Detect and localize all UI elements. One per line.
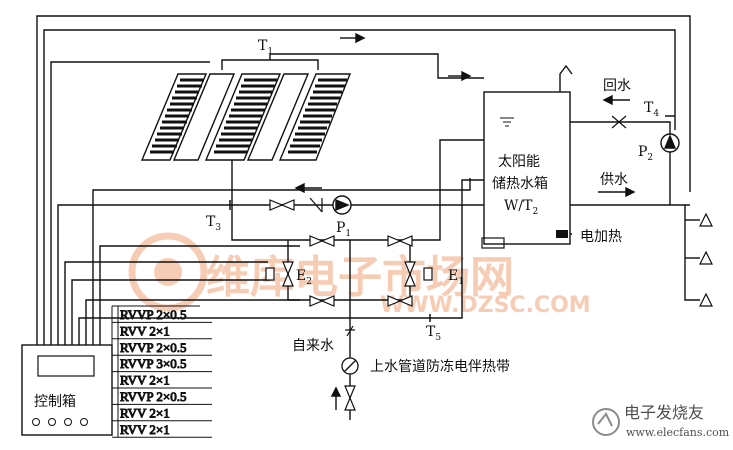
tank-body	[483, 91, 571, 245]
valve-icon	[344, 385, 356, 411]
watermark-corner-text: 电子发烧友	[624, 403, 704, 422]
expansion-tank-e2-icon	[265, 267, 275, 281]
valve-icon	[387, 295, 413, 307]
control-box-label: 控制箱	[34, 394, 76, 410]
tank-sensor-icon	[481, 237, 505, 249]
watermark-corner-icon	[592, 408, 620, 436]
sensor-ticks	[229, 115, 675, 322]
cable-spec-5: RVVP 2×0.5	[120, 389, 187, 404]
solar-collector	[140, 59, 352, 161]
tap-water-label: 自来水	[292, 338, 334, 354]
watermark-corner-url: www.elecfans.com	[626, 426, 730, 439]
pump-p1-arrow-icon	[335, 198, 350, 212]
control-box: 控制箱	[21, 344, 113, 436]
label-t4: T4	[644, 100, 659, 119]
valve-icon	[404, 261, 416, 287]
tap-icon	[345, 325, 355, 337]
cable-spec-0: RVVP 2×0.5	[120, 307, 187, 322]
watermark-logo-core-icon	[154, 258, 182, 286]
cable-spec-7: RVV 2×1	[120, 422, 170, 437]
expansion-tanks	[265, 267, 433, 281]
label-t1: T1	[258, 38, 273, 57]
piping	[36, 15, 700, 420]
supply-water-label: 供水	[600, 172, 628, 188]
control-button-icon	[48, 418, 56, 426]
pump-p2-arrow-icon	[663, 134, 677, 149]
cable-spec-4: RVV 2×1	[120, 373, 170, 388]
control-button-icon	[64, 418, 72, 426]
valve-icon	[269, 199, 295, 211]
faucet-icon	[699, 250, 713, 265]
watermark-corner: 电子发烧友 www.elecfans.com	[592, 403, 730, 439]
check-valve-icon	[611, 115, 627, 129]
cable-spec-6: RVV 2×1	[120, 405, 170, 420]
watermark-logo-icon	[128, 232, 208, 312]
antifreeze-heater	[341, 357, 359, 375]
faucets	[699, 212, 713, 307]
faucet-icon	[699, 292, 713, 307]
labels: T1 T3 T4 T5 P1 P2 E1 E2 太阳能 储热水箱 W/T2 回水…	[206, 38, 659, 375]
valve-icon	[282, 261, 294, 287]
valve-icon	[387, 235, 413, 247]
cable-spec-1: RVV 2×1	[120, 323, 170, 338]
pumps	[332, 133, 680, 215]
check-valve-icon	[309, 197, 323, 213]
valve-icon	[309, 295, 335, 307]
cable-spec-2: RVVP 2×0.5	[120, 340, 187, 355]
label-e1: E1	[448, 268, 464, 287]
display-screen-icon	[37, 355, 95, 377]
electric-heater-icon	[556, 230, 568, 238]
watermark-center: 维库电子市场网 WWW.DZSC.COM	[128, 232, 591, 318]
watermark-url: WWW.DZSC.COM	[380, 293, 591, 318]
watermark-corner-glyph-icon	[597, 412, 613, 427]
storage-tank	[481, 91, 571, 249]
label-t3: T3	[206, 214, 221, 233]
electric-heating-label: 电加热	[580, 229, 622, 245]
label-p2: P2	[638, 144, 653, 163]
valves	[269, 115, 627, 411]
faucet-icon	[699, 212, 713, 227]
control-button-icon	[32, 418, 40, 426]
control-button-icon	[80, 418, 88, 426]
tank-label-2: 储热水箱	[492, 176, 548, 192]
tank-label-1: 太阳能	[498, 154, 540, 170]
return-water-label: 回水	[603, 78, 631, 94]
antifreeze-label: 上水管道防冻电伴热带	[370, 358, 510, 375]
label-t5: T5	[426, 324, 441, 343]
expansion-tank-e1-icon	[423, 267, 433, 281]
valve-icon	[309, 235, 335, 247]
cable-spec-3: RVVP 3×0.5	[120, 356, 187, 371]
flow-arrows	[294, 32, 636, 410]
label-p1: P1	[336, 220, 351, 239]
tank-label-3: W/T2	[504, 198, 538, 217]
label-e2: E2	[296, 268, 312, 287]
